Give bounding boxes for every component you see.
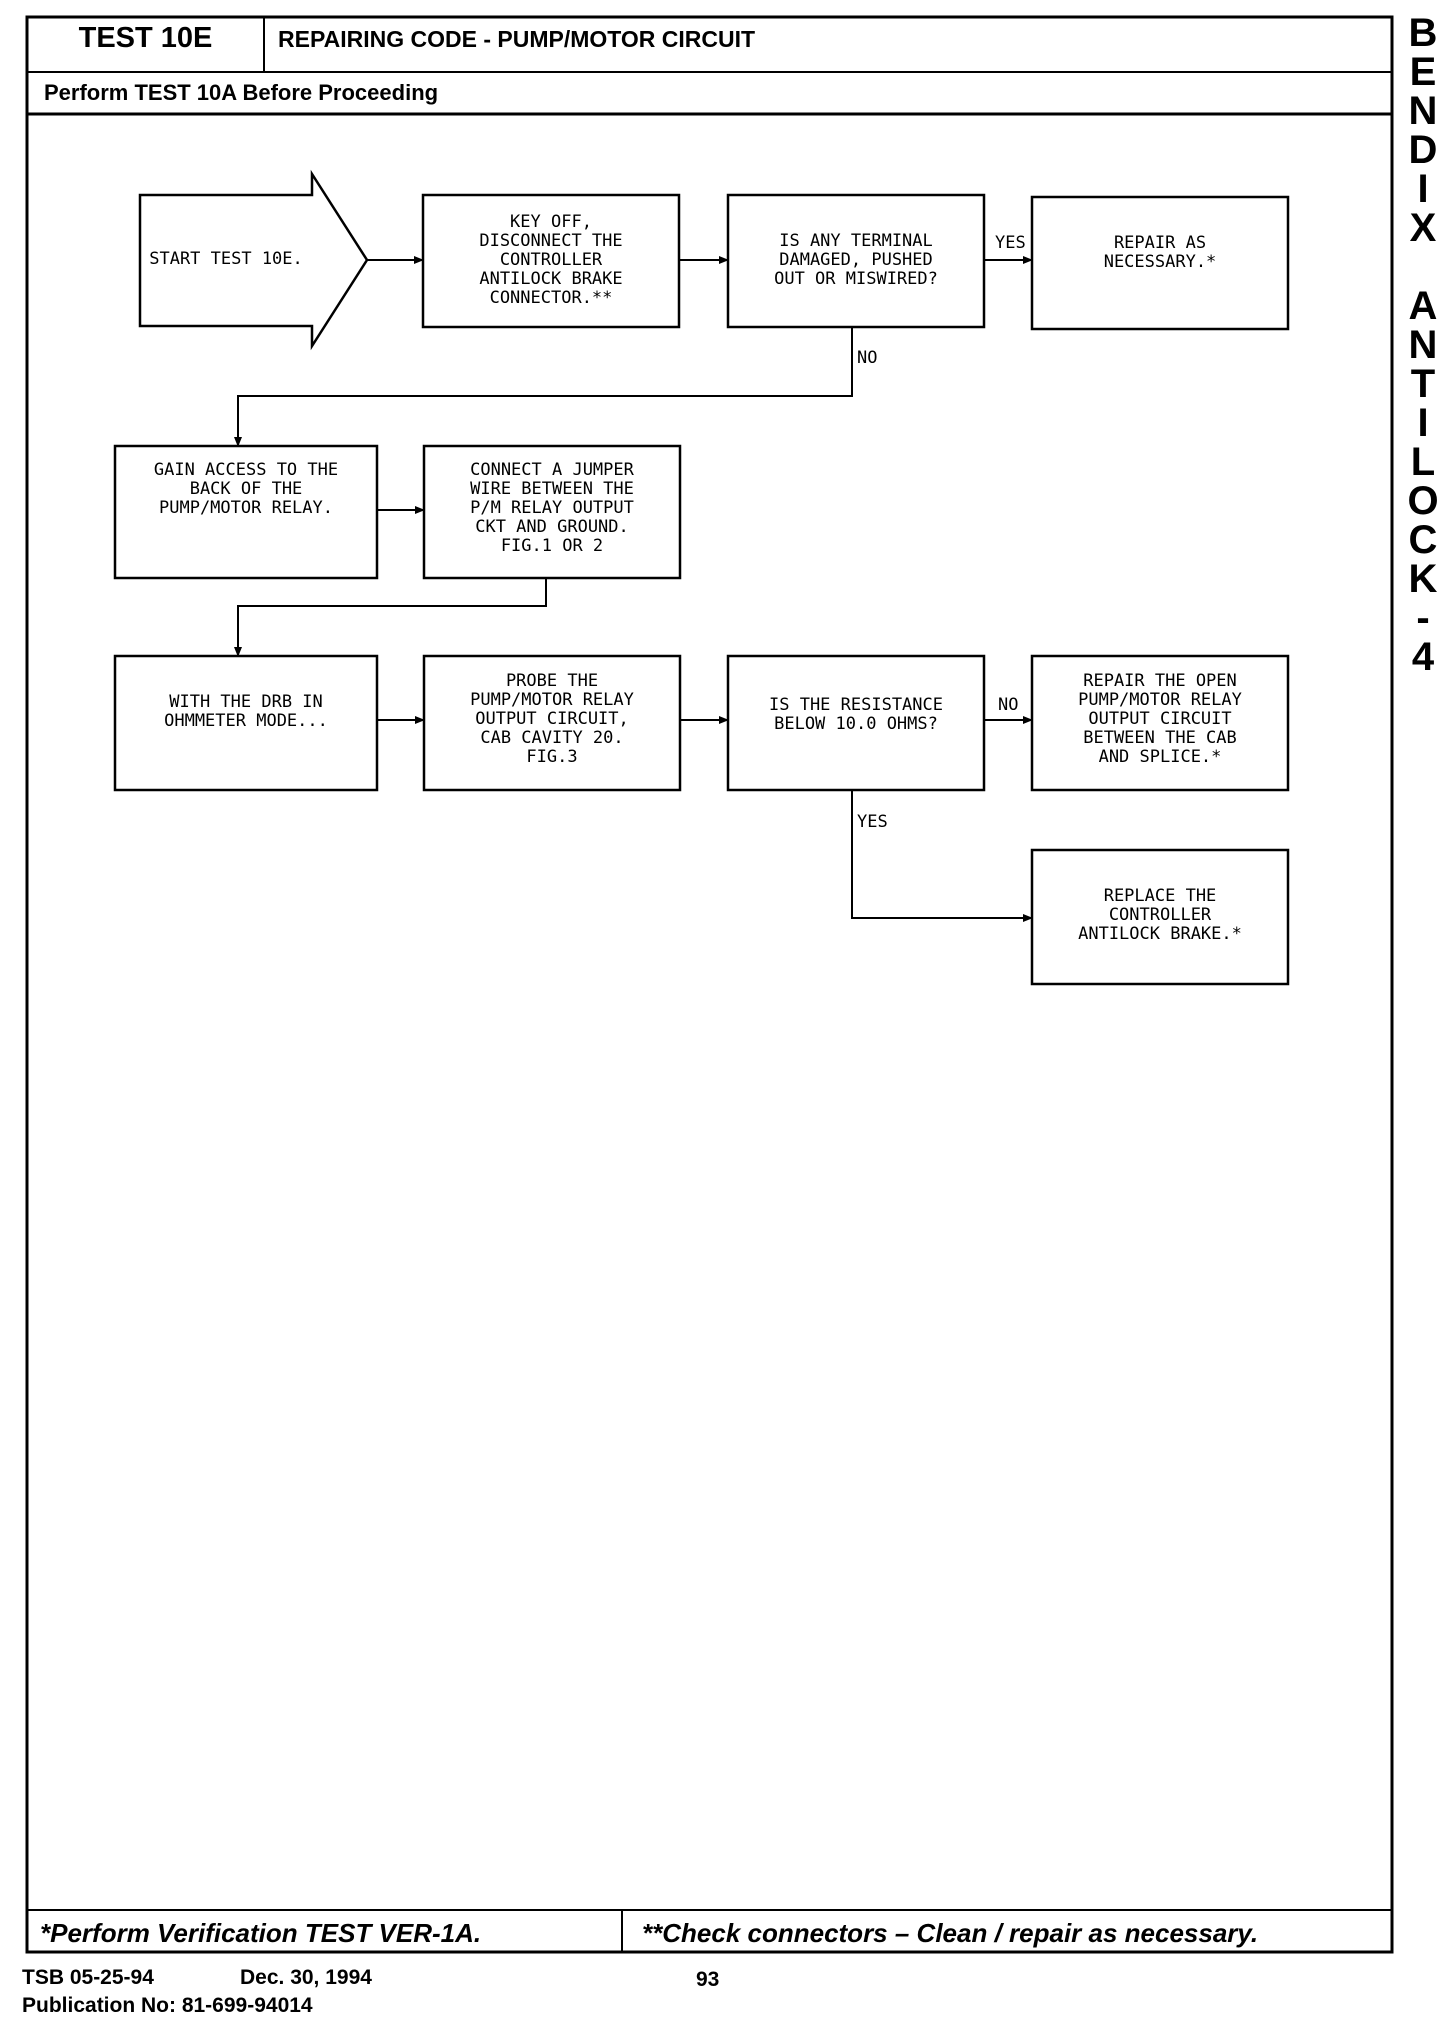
text-line: KEY OFF, bbox=[510, 212, 592, 232]
side-title: B E N D I X A N T I L O C K - 4 bbox=[1400, 11, 1446, 679]
box-terminal-question bbox=[726, 193, 986, 329]
drb-text: WITH THE DRB IN OHMMETER MODE... bbox=[115, 693, 377, 731]
box-repair-necessary bbox=[1030, 195, 1290, 331]
text-line: OUTPUT CIRCUIT bbox=[1088, 709, 1232, 729]
text-line: PUMP/MOTOR RELAY bbox=[1078, 690, 1242, 710]
text-line: WIRE BETWEEN THE bbox=[470, 479, 634, 499]
text-line: ANTILOCK BRAKE bbox=[479, 269, 623, 289]
jumper-text: CONNECT A JUMPER WIRE BETWEEN THE P/M RE… bbox=[424, 461, 680, 556]
text-line: OHMMETER MODE... bbox=[164, 711, 328, 731]
text-line: IS THE RESISTANCE bbox=[769, 695, 943, 715]
box-replace-controller bbox=[1030, 848, 1290, 986]
bulletin-date: Dec. 30, 1994 bbox=[240, 1966, 372, 1989]
text-line: CONNECT A JUMPER bbox=[470, 460, 634, 480]
text-line: GAIN ACCESS TO THE bbox=[153, 460, 339, 480]
text-line: BETWEEN THE CAB bbox=[1083, 728, 1237, 748]
box-drb-ohmmeter bbox=[113, 654, 379, 792]
side-letter: K bbox=[1408, 557, 1438, 601]
text-line: ANTILOCK BRAKE.* bbox=[1078, 924, 1242, 944]
start-arrow-shape bbox=[138, 169, 369, 351]
text-line: DISCONNECT THE bbox=[479, 231, 623, 251]
text-line: PUMP/MOTOR RELAY bbox=[470, 690, 634, 710]
footnote-verification: *Perform Verification TEST VER-1A. bbox=[40, 1918, 482, 1948]
box-probe bbox=[422, 654, 682, 792]
text-line: BELOW 10.0 OHMS? bbox=[774, 714, 938, 734]
side-letter: I bbox=[1417, 167, 1429, 211]
probe-text: PROBE THE PUMP/MOTOR RELAY OUTPUT CIRCUI… bbox=[424, 672, 680, 767]
side-letter: L bbox=[1410, 440, 1436, 484]
box-gain-access bbox=[113, 444, 379, 580]
page-number: 93 bbox=[696, 1968, 720, 1991]
resistance-question-text: IS THE RESISTANCE BELOW 10.0 OHMS? bbox=[728, 696, 984, 734]
text-line: REPAIR THE OPEN bbox=[1083, 671, 1237, 691]
text-line: CONNECTOR.** bbox=[489, 288, 613, 308]
label-yes-resistance: YES bbox=[857, 812, 888, 832]
box-repair-open bbox=[1030, 654, 1290, 792]
text-line: OUT OR MISWIRED? bbox=[774, 269, 938, 289]
label-no-resistance: NO bbox=[998, 695, 1018, 715]
text-line: PUMP/MOTOR RELAY. bbox=[159, 498, 333, 518]
side-letter: D bbox=[1408, 128, 1438, 172]
test-id: TEST 10E bbox=[78, 22, 213, 54]
side-letter: A bbox=[1408, 284, 1438, 328]
text-line: OUTPUT CIRCUIT, bbox=[475, 709, 629, 729]
side-letter: - bbox=[1416, 596, 1430, 640]
text-line: CKT AND GROUND. bbox=[475, 517, 629, 537]
box-jumper bbox=[422, 444, 682, 580]
text-line: P/M RELAY OUTPUT bbox=[470, 498, 634, 518]
key-off-text: KEY OFF, DISCONNECT THE CONTROLLER ANTIL… bbox=[423, 213, 679, 308]
text-line: AND SPLICE.* bbox=[1098, 747, 1222, 767]
text-line: REPAIR AS bbox=[1113, 233, 1207, 253]
text-line: REPLACE THE bbox=[1103, 886, 1217, 906]
prerequisite: Perform TEST 10A Before Proceeding bbox=[44, 80, 439, 105]
replace-text: REPLACE THE CONTROLLER ANTILOCK BRAKE.* bbox=[1032, 887, 1288, 944]
footnote-connectors: **Check connectors – Clean / repair as n… bbox=[642, 1918, 1259, 1948]
side-letter: E bbox=[1409, 50, 1437, 94]
repair-open-text: REPAIR THE OPEN PUMP/MOTOR RELAY OUTPUT … bbox=[1032, 672, 1288, 767]
text-line: NECESSARY.* bbox=[1103, 252, 1217, 272]
page-title: REPAIRING CODE - PUMP/MOTOR CIRCUIT bbox=[278, 26, 756, 52]
box-resistance-question bbox=[726, 654, 986, 792]
start-line: START TEST 10E. bbox=[149, 249, 303, 269]
text-line: CONTROLLER bbox=[1108, 905, 1212, 925]
text-line: CONTROLLER bbox=[499, 250, 603, 270]
repair-necessary-text: REPAIR AS NECESSARY.* bbox=[1032, 234, 1288, 272]
gain-access-text: GAIN ACCESS TO THE BACK OF THE PUMP/MOTO… bbox=[115, 461, 377, 518]
tsb-number: TSB 05-25-94 bbox=[22, 1966, 154, 1989]
label-no-terminal: NO bbox=[857, 348, 877, 368]
side-letter: B bbox=[1408, 11, 1438, 55]
side-letter: C bbox=[1408, 518, 1438, 562]
label-yes-terminal: YES bbox=[995, 233, 1026, 253]
text-line: PROBE THE bbox=[505, 671, 599, 691]
publication-number: Publication No: 81-699-94014 bbox=[22, 1994, 313, 2017]
text-line: WITH THE DRB IN bbox=[169, 692, 323, 712]
side-letter: N bbox=[1408, 323, 1438, 367]
side-letter: I bbox=[1417, 401, 1429, 445]
terminal-question-text: IS ANY TERMINAL DAMAGED, PUSHED OUT OR M… bbox=[728, 232, 984, 289]
text-line: FIG.1 OR 2 bbox=[500, 536, 604, 556]
side-letter: X bbox=[1409, 206, 1437, 250]
text-line: FIG.3 bbox=[526, 747, 578, 767]
box-key-off bbox=[421, 193, 681, 329]
start-text: START TEST 10E. bbox=[140, 250, 312, 269]
text-line: DAMAGED, PUSHED bbox=[779, 250, 933, 270]
side-letter: O bbox=[1407, 479, 1439, 523]
side-letter: N bbox=[1408, 89, 1438, 133]
side-letter: 4 bbox=[1411, 635, 1435, 679]
text-line: BACK OF THE bbox=[189, 479, 303, 499]
side-letter: T bbox=[1410, 362, 1436, 406]
text-line: IS ANY TERMINAL bbox=[779, 231, 933, 251]
text-line: CAB CAVITY 20. bbox=[480, 728, 624, 748]
